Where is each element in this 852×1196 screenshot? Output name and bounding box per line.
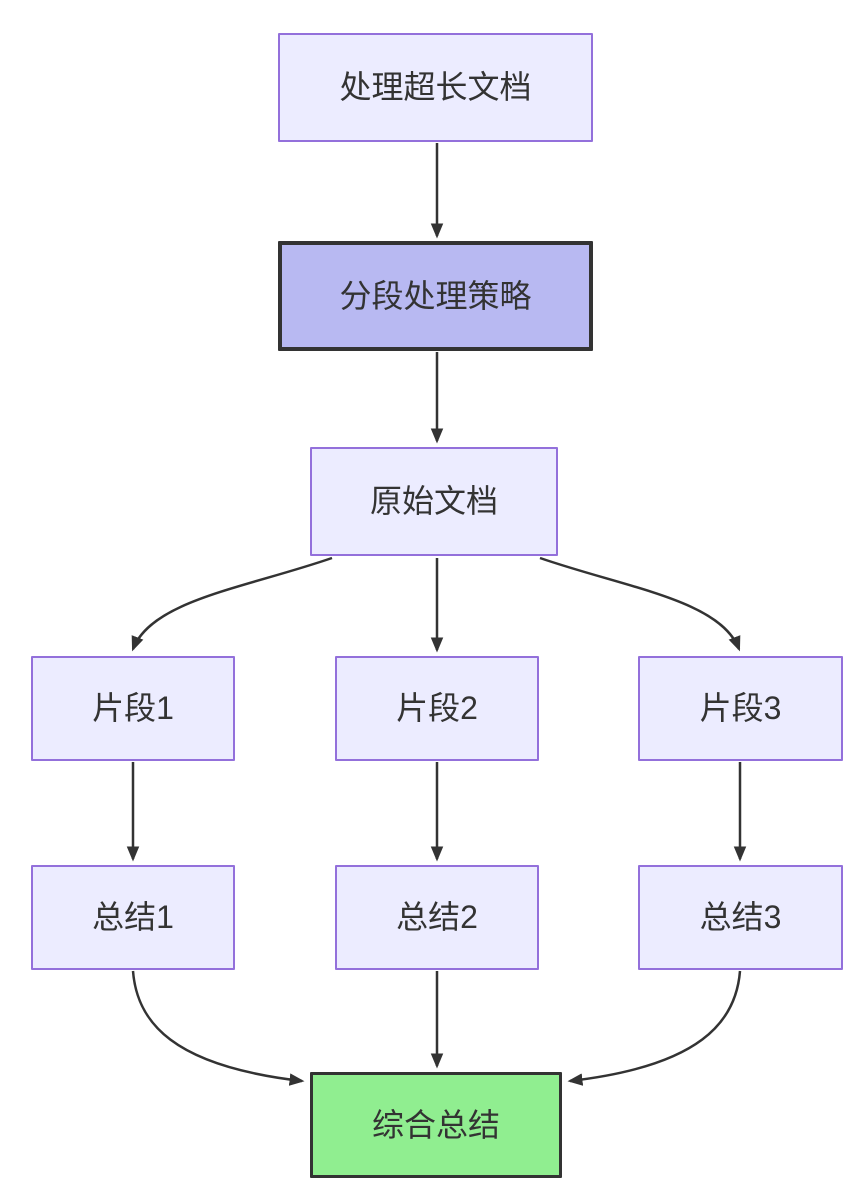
node-original-doc-label: 原始文档 <box>369 483 498 520</box>
node-fragment-2-label: 片段2 <box>396 690 478 727</box>
node-final-summary: 综合总结 <box>310 1072 562 1178</box>
node-summary-3-label: 总结3 <box>699 899 782 936</box>
node-fragment-3-label: 片段3 <box>699 690 782 727</box>
node-process-long-doc-label: 处理超长文档 <box>339 69 532 106</box>
node-summary-2: 总结2 <box>335 865 539 970</box>
node-final-summary-label: 综合总结 <box>371 1106 500 1143</box>
edge-original-to-fragment3 <box>539 556 741 652</box>
edge-summary1-to-final <box>131 970 305 1086</box>
node-original-doc: 原始文档 <box>310 447 558 556</box>
node-fragment-3: 片段3 <box>638 656 843 761</box>
edge-original-to-fragment1 <box>131 556 333 652</box>
node-segmented-strategy-label: 分段处理策略 <box>339 277 532 314</box>
node-fragment-2: 片段2 <box>335 656 539 761</box>
node-summary-3: 总结3 <box>638 865 843 970</box>
node-process-long-doc: 处理超长文档 <box>278 33 593 142</box>
node-summary-1-label: 总结1 <box>92 899 174 936</box>
edge-summary3-to-final <box>567 970 742 1086</box>
node-summary-1: 总结1 <box>31 865 235 970</box>
node-fragment-1: 片段1 <box>31 656 235 761</box>
node-summary-2-label: 总结2 <box>396 899 478 936</box>
node-fragment-1-label: 片段1 <box>92 690 174 727</box>
node-segmented-strategy: 分段处理策略 <box>278 241 593 351</box>
